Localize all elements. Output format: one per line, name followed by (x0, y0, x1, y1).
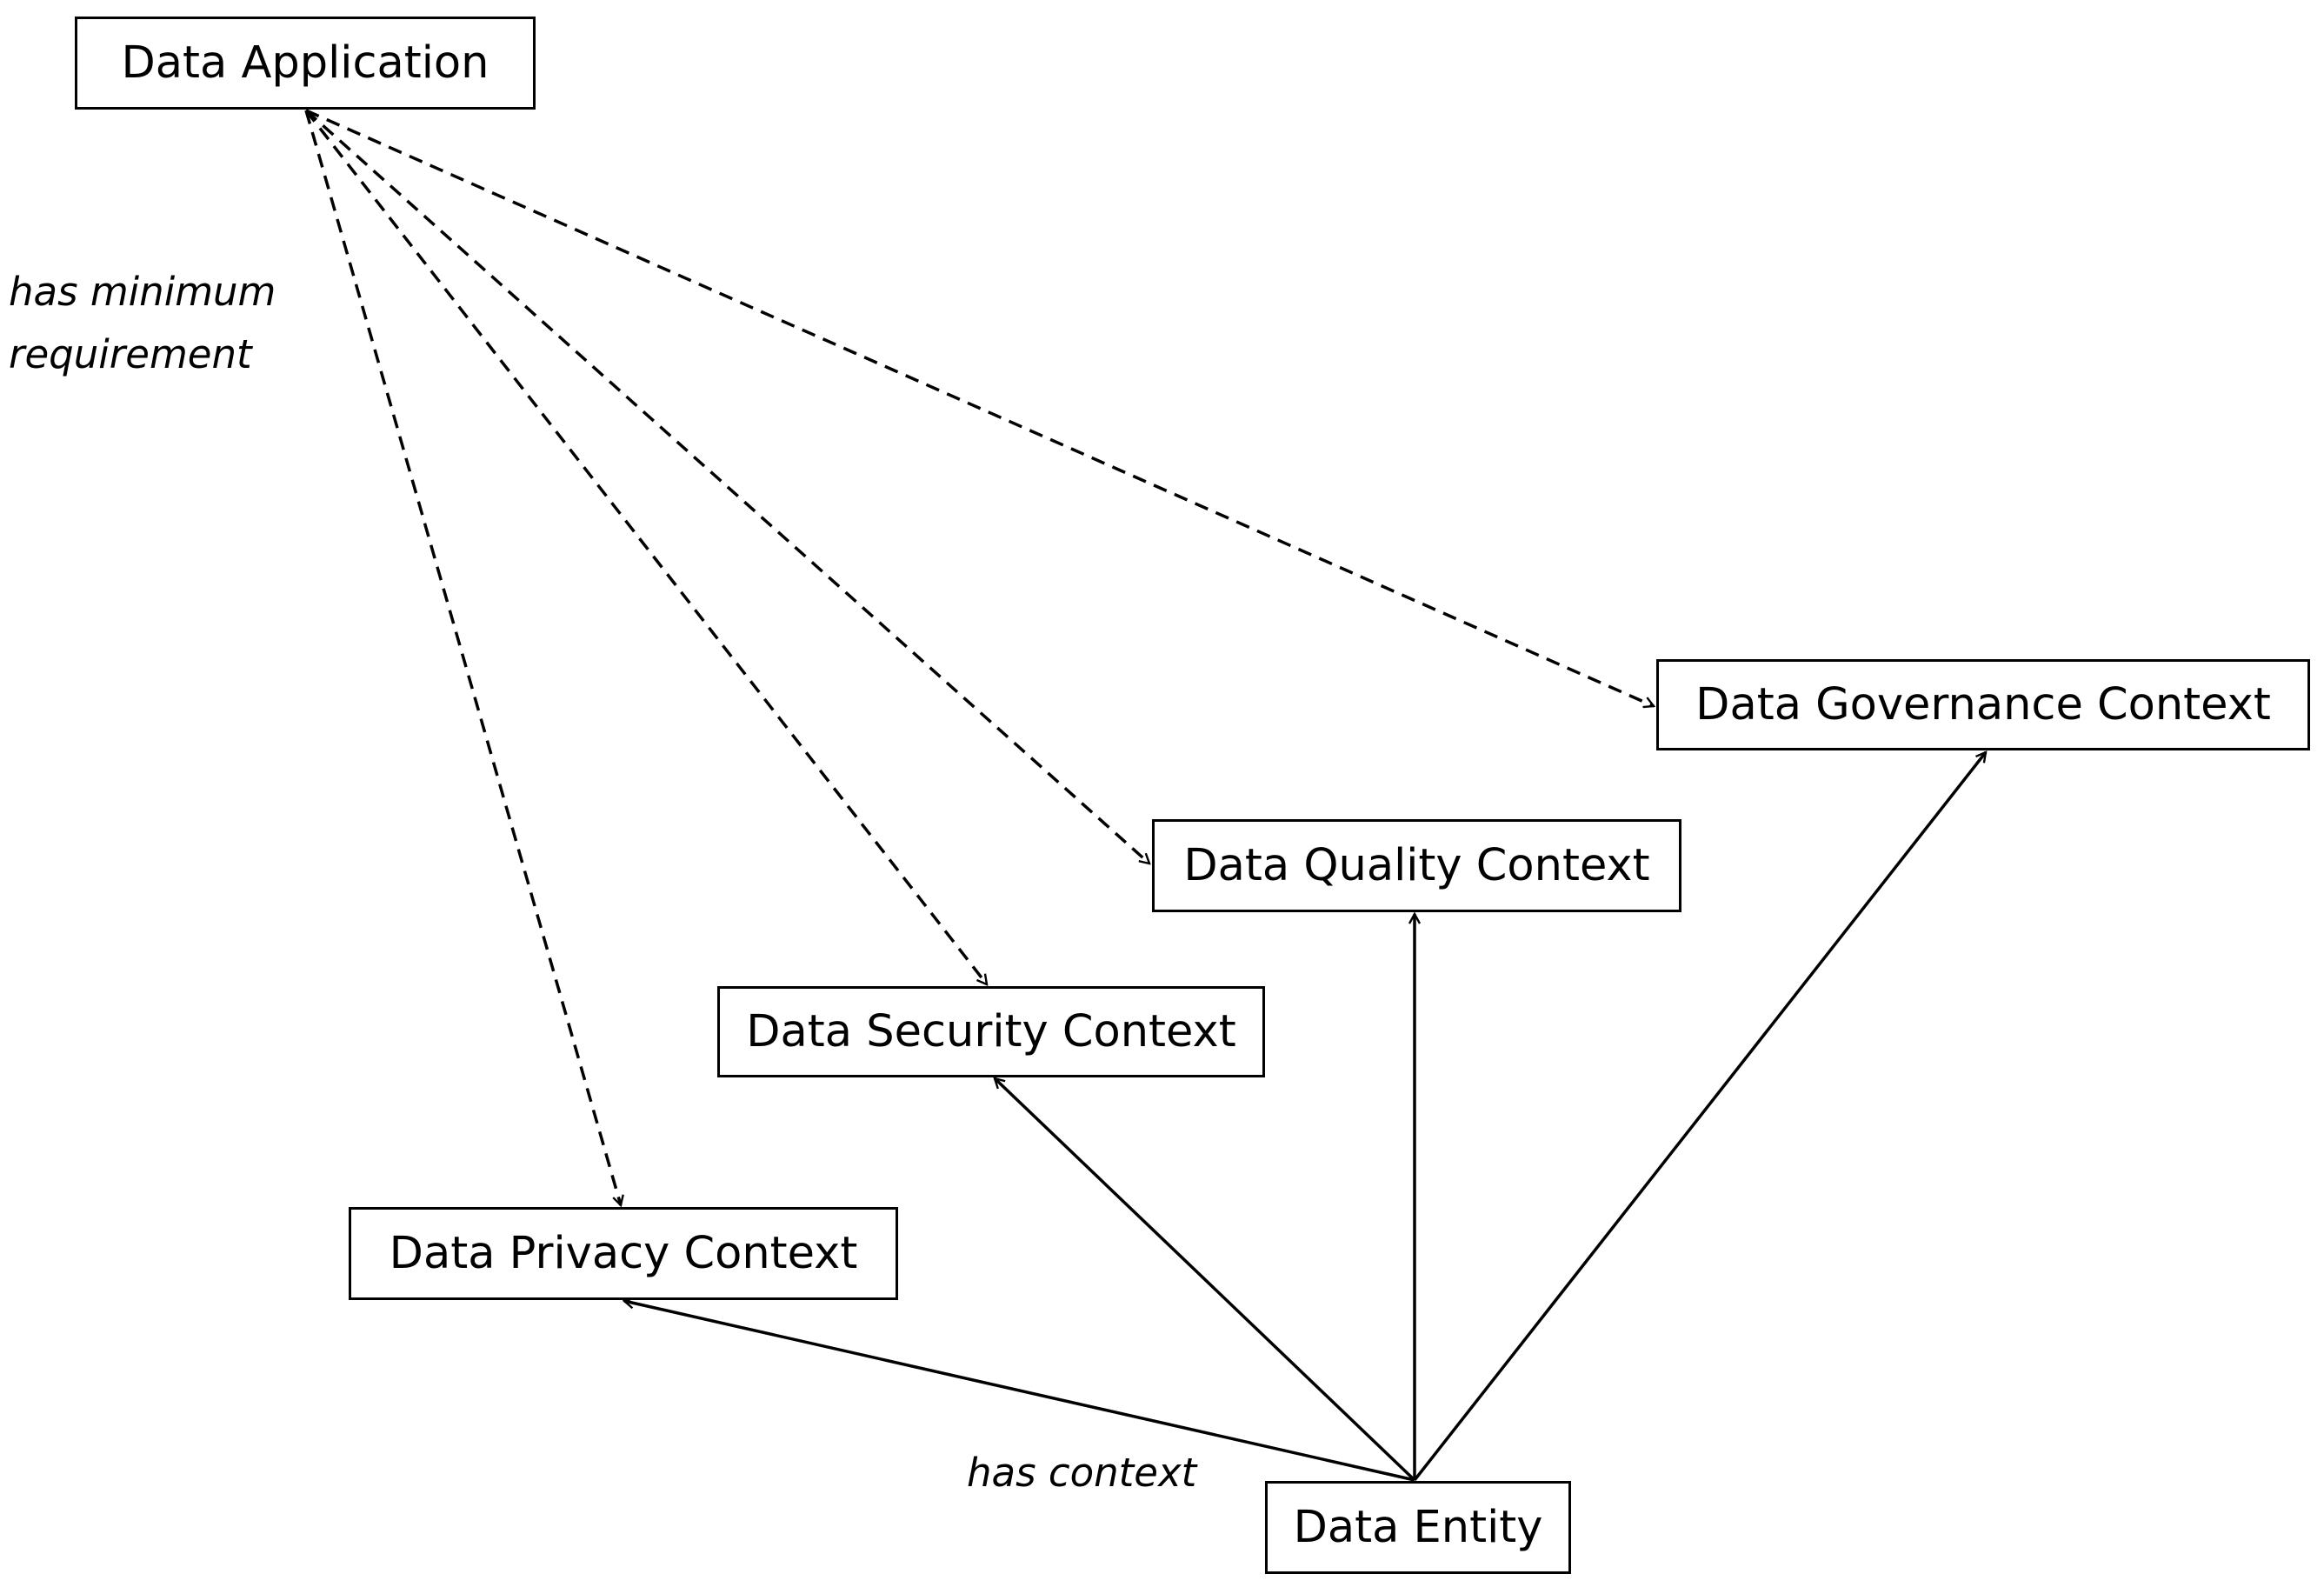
label-has-minimum-requirement-line2: requirement (9, 331, 252, 377)
label-has-context: has context (967, 1450, 1197, 1496)
node-data-governance-context: Data Governance Context (1656, 659, 2310, 750)
edges-layer (304, 109, 1986, 1482)
node-data-entity: Data Entity (1265, 1481, 1571, 1574)
label-has-minimum-requirement: has minimum requirement (9, 261, 276, 386)
label-has-minimum-requirement-line1: has minimum (9, 269, 276, 315)
edge-data-application-to-data-privacy-context (304, 110, 621, 1205)
edge-data-entity-to-data-security-context (995, 1078, 1416, 1482)
edge-data-application-to-data-security-context (304, 109, 987, 984)
edge-data-entity-to-data-governance-context (1413, 752, 1986, 1482)
edge-data-application-to-data-governance-context (305, 109, 1654, 706)
node-data-quality-context: Data Quality Context (1152, 819, 1681, 912)
node-data-application: Data Application (75, 17, 536, 110)
node-data-privacy-context: Data Privacy Context (349, 1207, 898, 1300)
node-data-security-context: Data Security Context (717, 986, 1265, 1077)
edge-data-application-to-data-quality-context (304, 109, 1149, 864)
edge-data-entity-to-data-privacy-context (624, 1301, 1415, 1482)
